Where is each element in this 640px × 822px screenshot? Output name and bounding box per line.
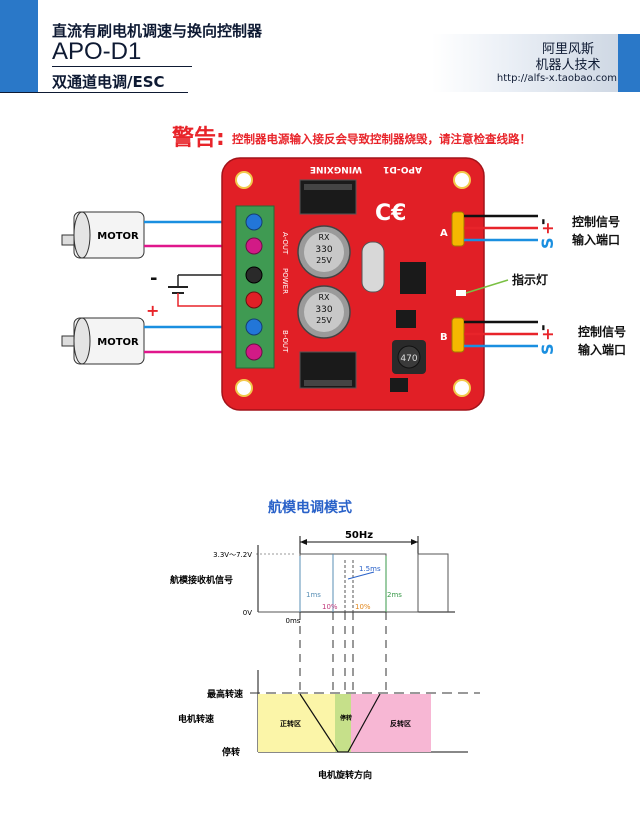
signal-label-bottom-1: 控制信号 — [578, 324, 626, 339]
pin-minus-bottom: - — [533, 324, 552, 331]
channel-a-label: A — [440, 228, 448, 239]
power-minus-label: - — [150, 268, 157, 289]
product-subtitle: 双通道电调/ESC — [52, 73, 165, 91]
terminal-label-b: B-OUT — [281, 330, 289, 353]
pulse-2ms-label: 2ms — [387, 591, 402, 599]
zone-forward-label: 正转区 — [280, 719, 301, 728]
pct-right-label: 10% — [355, 603, 371, 611]
cap-bottom-value: 330 — [315, 305, 332, 315]
cap-top-voltage: 25V — [316, 256, 332, 265]
brand-name: 阿里风斯 — [541, 42, 594, 57]
header-accent-bar — [0, 0, 38, 92]
pulse-1ms-label: 1ms — [306, 591, 321, 599]
max-speed-label: 最高转速 — [207, 688, 243, 700]
pin-plus-top: + — [538, 222, 557, 235]
frequency-marker: 50Hz — [299, 530, 419, 556]
timing-section-title: 航模电调模式 — [268, 500, 352, 516]
cap-top-brand: RX — [318, 233, 330, 242]
cap-bottom-voltage: 25V — [316, 316, 332, 325]
signal-label-top-2: 输入端口 — [572, 232, 620, 247]
receiver-signal-label: 航模接收机信号 — [170, 574, 233, 586]
zero-ms-label: 0ms — [286, 617, 301, 625]
pin-minus-top: - — [533, 218, 552, 225]
inductor-label: 470 — [400, 354, 417, 364]
pin-plus-bottom: + — [538, 328, 557, 341]
controller-board: A-OUT POWER B-OUT WINGXINE APO-D1 RX 330… — [221, 157, 485, 411]
board-brand-text: WINGXINE — [310, 164, 362, 174]
cap-top-value: 330 — [315, 245, 332, 255]
header-divider — [52, 66, 192, 67]
zero-volt-label: 0V — [243, 609, 252, 617]
signal-wires-bottom — [464, 320, 538, 348]
cap-bottom-brand: RX — [318, 293, 330, 302]
pin-s-bottom: S — [538, 343, 557, 355]
frequency-label: 50Hz — [345, 530, 373, 541]
header-underline — [0, 92, 188, 93]
terminal-label-power: POWER — [281, 268, 289, 294]
warning-text: 控制器电源输入接反会导致控制器烧毁，请注意检查线路！ — [232, 132, 531, 146]
pin-s-top: S — [538, 237, 557, 249]
pulse-15ms-label: 1.5ms — [359, 565, 381, 573]
terminal-label-a: A-OUT — [281, 232, 289, 255]
stop-label: 停转 — [222, 746, 240, 758]
pct-left-label: 10% — [322, 603, 338, 611]
brand-accent-strip — [618, 34, 640, 92]
motor-bottom: MOTOR — [61, 317, 145, 365]
timing-diagram: 50Hz 3.3V～7.2V 0V 0ms 航模接收机信号 1ms 1.5ms … — [170, 530, 480, 781]
rotation-direction-label: 电机旋转方向 — [318, 769, 372, 781]
warning-label: 警告: — [172, 126, 225, 151]
brand-tagline: 机器人技术 — [535, 58, 601, 73]
channel-b-label: B — [440, 332, 448, 343]
indicator-label: 指示灯 — [512, 272, 548, 287]
motor-top: MOTOR — [61, 211, 145, 259]
motor-speed-label: 电机转速 — [178, 713, 214, 725]
wiring-diagram: MOTOR MOTOR - + — [61, 157, 626, 411]
board-model-text: APO-D1 — [383, 164, 422, 174]
motor-top-label: MOTOR — [97, 231, 139, 242]
motor-bottom-label: MOTOR — [97, 337, 139, 348]
brand-url: http://alfs-x.taobao.com — [496, 73, 617, 84]
power-plus-label: + — [146, 301, 159, 320]
voltage-label: 3.3V～7.2V — [213, 551, 252, 559]
signal-label-bottom-2: 输入端口 — [578, 342, 626, 357]
signal-label-top-1: 控制信号 — [572, 214, 620, 229]
signal-wires-top — [464, 214, 538, 242]
model-name: APO-D1 — [52, 38, 142, 65]
product-title: 直流有刷电机调速与换向控制器 — [52, 22, 263, 40]
zone-stop-label: 停转 — [340, 714, 352, 722]
brand-panel — [432, 34, 640, 92]
ce-mark: C€ — [375, 201, 406, 226]
zone-reverse-label: 反转区 — [390, 719, 411, 728]
